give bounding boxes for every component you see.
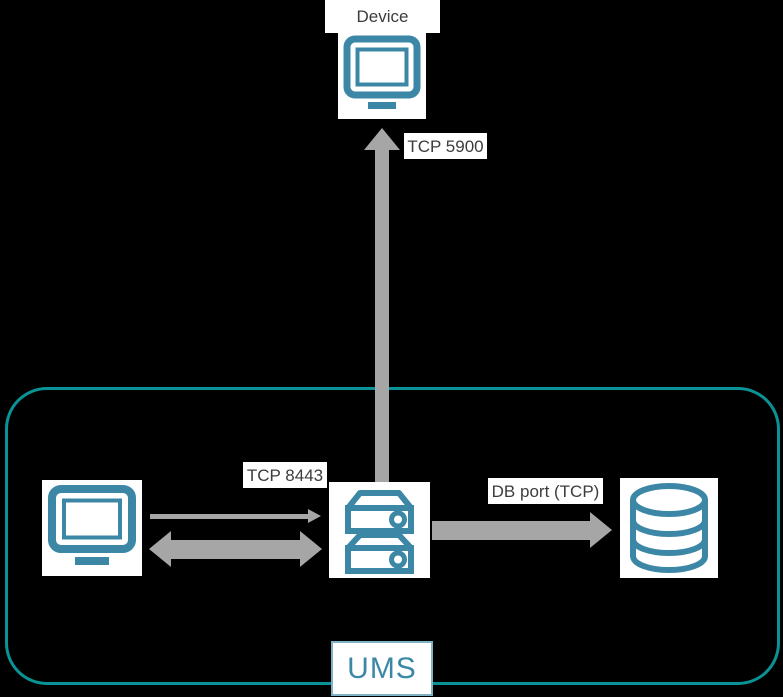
arrow-head-right-database xyxy=(590,512,612,548)
device-icon-plate xyxy=(338,30,426,119)
workstation-icon-plate xyxy=(42,480,142,576)
connection-label-tcp-8443-text: TCP 8443 xyxy=(246,465,324,485)
ums-badge: UMS xyxy=(331,641,433,696)
server-icon xyxy=(345,490,414,574)
arrow-head-right-server-thin xyxy=(308,509,321,523)
connection-label-tcp-5900-text: TCP 5900 xyxy=(407,136,484,156)
arrow-head-right-server xyxy=(300,531,322,567)
connection-label-tcp-8443: TCP 8443 xyxy=(243,462,327,488)
connection-label-db-port: DB port (TCP) xyxy=(488,478,603,504)
device-label: Device xyxy=(325,0,440,33)
connection-label-tcp-5900: TCP 5900 xyxy=(404,133,487,159)
device-label-text: Device xyxy=(356,7,409,26)
monitor-icon xyxy=(48,485,136,565)
server-icon-plate xyxy=(329,482,430,578)
monitor-icon xyxy=(343,35,421,109)
arrow-shaft-server-to-database xyxy=(432,521,590,540)
database-icon xyxy=(630,483,708,573)
connection-label-db-port-text: DB port (TCP) xyxy=(491,481,600,501)
arrow-head-left-workstation xyxy=(149,531,171,567)
ums-badge-text: UMS xyxy=(347,651,417,685)
arrow-shaft-workstation-to-server-thin xyxy=(150,514,308,519)
arrow-shaft-workstation-to-server xyxy=(171,540,300,559)
arrow-shaft-server-to-device xyxy=(375,149,389,483)
database-icon-plate xyxy=(620,478,718,578)
arrow-head-up-device xyxy=(364,128,400,150)
